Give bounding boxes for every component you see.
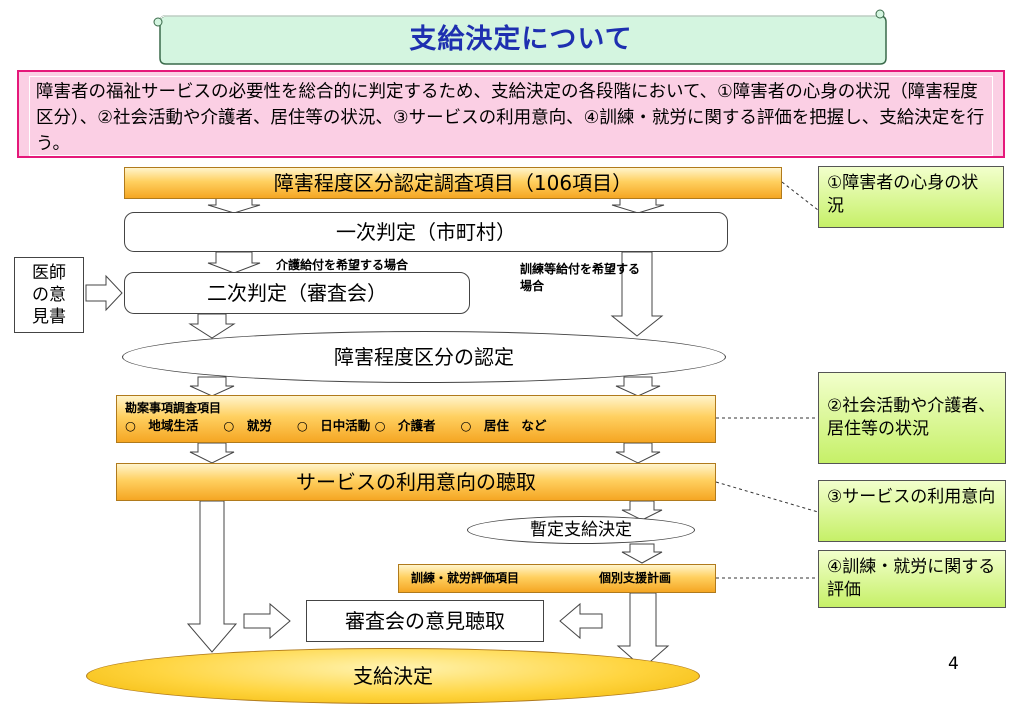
committee-opinion-box: 審査会の意見聴取 [306,600,544,642]
temporary-decision-ellipse: 暫定支給決定 [467,516,695,544]
arrow-down [189,376,235,397]
arrow-down [189,442,235,464]
service-intent-hearing-box: サービスの利用意向の聴取 [116,463,716,501]
arrow-down [188,313,236,339]
final-decision-ellipse: 支給決定 [86,648,700,704]
note-physical-mental: ①障害者の心身の状況 [818,166,1004,228]
title-scroll-shape [153,9,887,65]
disability-level-recognition: 障害程度区分の認定 [122,331,726,383]
page-number: 4 [948,654,959,674]
intro-box: 障害者の福祉サービスの必要性を総合的に判定するため、支給決定の各段階において、①… [17,70,1005,158]
training-branch-label: 訓練等給付を希望する場合 [520,262,641,293]
consideration-items-box: 勘案事項調査項目 ○ 地域生活 ○ 就労 ○ 日中活動 ○ 介護者 ○ 居住 な… [116,395,716,443]
evaluation-box: 訓練・就労評価項目 個別支援計画 [398,564,716,593]
doctor-line: 医師 [32,263,66,283]
arrow-down [186,500,238,653]
arrow-down [611,196,665,214]
arrow-left [559,602,603,640]
consideration-items: ○ 地域生活 ○ 就労 ○ 日中活動 ○ 介護者 ○ 居住 など [125,418,547,433]
arrow-down [615,376,661,397]
secondary-judgment-box: 二次判定（審査会） [124,272,470,314]
note-service-intent: ③サービスの利用意向 [818,480,1006,542]
arrow-down [616,592,670,669]
arrow-down [207,251,261,274]
doctor-line: 見書 [32,307,66,327]
arrow-down [610,251,664,337]
evaluation-items-label: 訓練・就労評価項目 [411,571,520,585]
arrow-down [621,543,663,564]
individual-plan-label: 個別支援計画 [599,571,672,585]
doctor-line: の意 [32,285,66,305]
primary-judgment-box: 一次判定（市町村） [124,212,728,252]
arrow-right [85,274,123,312]
arrow-down [207,196,261,214]
care-branch-label: 介護給付を希望する場合 [276,258,409,272]
dashed-connector [715,481,819,513]
note-social-activity: ②社会活動や介護者、居住等の状況 [818,372,1006,464]
doctor-opinion-box: 医師 の意 見書 [14,257,84,333]
arrow-down [615,442,661,464]
page-title: 支給決定について [409,24,633,55]
note-training-eval: ④訓練・就労に関する評価 [818,550,1006,608]
dashed-connector [781,181,819,211]
arrow-right [243,602,291,640]
arrow-down [621,500,663,521]
intro-text: 障害者の福祉サービスの必要性を総合的に判定するため、支給決定の各段階において、①… [29,76,993,156]
consideration-title: 勘案事項調査項目 [125,401,222,415]
survey-items-box: 障害程度区分認定調査項目（106項目） [124,167,782,199]
